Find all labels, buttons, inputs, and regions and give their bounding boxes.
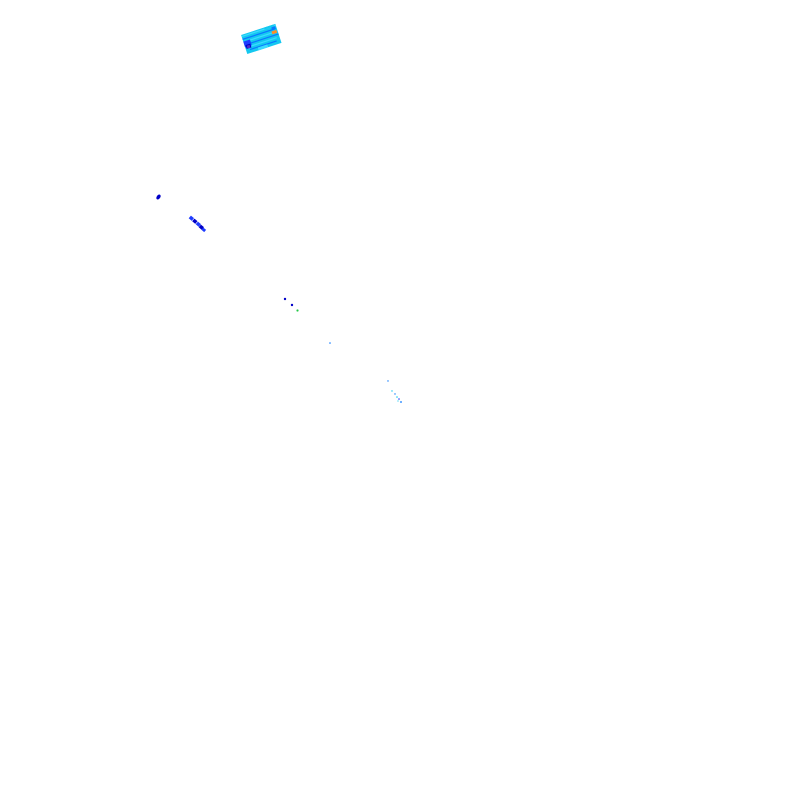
cluster-stripe (242, 28, 276, 40)
point-dot (396, 396, 398, 398)
cluster-patch (271, 29, 278, 35)
blob-chain (188, 215, 207, 233)
point-dot (400, 401, 402, 403)
point-dot (329, 342, 331, 344)
cluster-patch (257, 44, 269, 51)
point-dot (387, 380, 389, 382)
point-blob (188, 215, 194, 221)
cluster-stripe (245, 33, 279, 46)
point-blob (192, 218, 198, 224)
point-dot (394, 393, 396, 395)
cluster-stripe (245, 30, 277, 43)
point-dot (391, 390, 393, 392)
cluster-patch (263, 24, 275, 30)
point-blob (156, 194, 161, 200)
point-dot (398, 398, 400, 400)
point-blob (201, 227, 207, 233)
cluster-stripe (247, 37, 277, 48)
point-dot (397, 400, 399, 402)
point-dot (290, 303, 294, 307)
cluster-patch (246, 44, 251, 49)
point-blob (195, 221, 201, 227)
cluster-stripe (249, 40, 277, 51)
cluster-patch (271, 26, 276, 31)
point-dot (296, 309, 299, 312)
dense-cluster (241, 23, 282, 55)
point-dot (283, 297, 287, 301)
